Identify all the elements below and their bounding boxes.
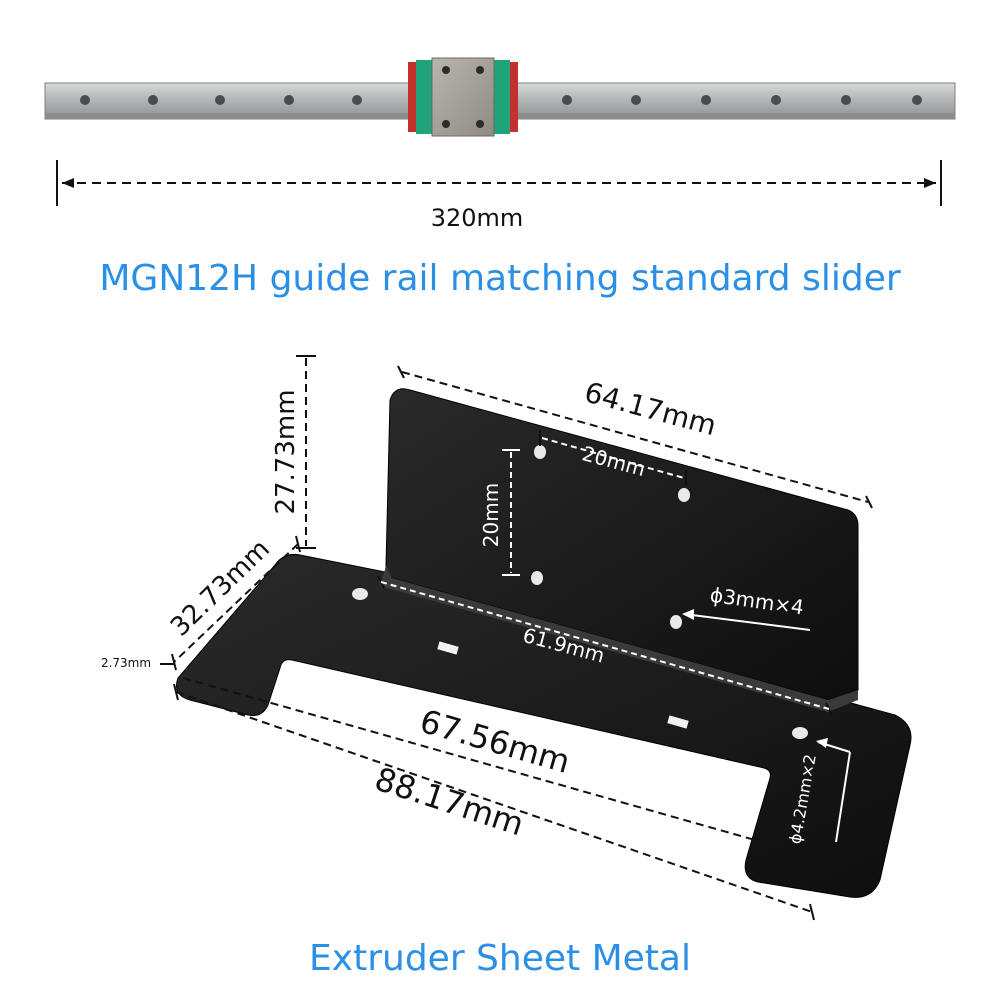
- slider-red-seal-left: [408, 62, 416, 132]
- dim-height: 27.73mm: [271, 389, 301, 514]
- dim-top-width: 64.17mm: [581, 375, 720, 442]
- slider-block: [408, 57, 518, 137]
- rail-caption: MGN12H guide rail matching standard slid…: [99, 258, 901, 299]
- dim-thickness: 2.73mm: [101, 656, 151, 670]
- slider-screw-holes: [442, 66, 484, 128]
- base-notch-left: [437, 641, 459, 655]
- dim-total-length: 88.17mm: [370, 760, 528, 844]
- slider-green-cap-right: [494, 60, 510, 134]
- slider-body: [431, 57, 495, 137]
- base-holes: [352, 588, 808, 739]
- base-notch-right: [667, 715, 689, 729]
- slider-green-cap-left: [416, 60, 432, 134]
- rail-length-label: 320mm: [431, 204, 524, 232]
- rail-mounting-holes: [80, 95, 922, 105]
- upright-holes: [531, 445, 690, 629]
- bracket-dimension-lines: [160, 355, 873, 921]
- dim-hole-spacing-vertical: 20mm: [479, 483, 503, 547]
- rail-length-dimension: [56, 160, 942, 206]
- slider-red-seal-right: [510, 62, 518, 132]
- bracket-bend-edge: [380, 566, 858, 712]
- extruder-bracket: [176, 388, 912, 898]
- bracket-base-plate: [176, 554, 912, 898]
- bracket-caption: Extruder Sheet Metal: [309, 938, 691, 979]
